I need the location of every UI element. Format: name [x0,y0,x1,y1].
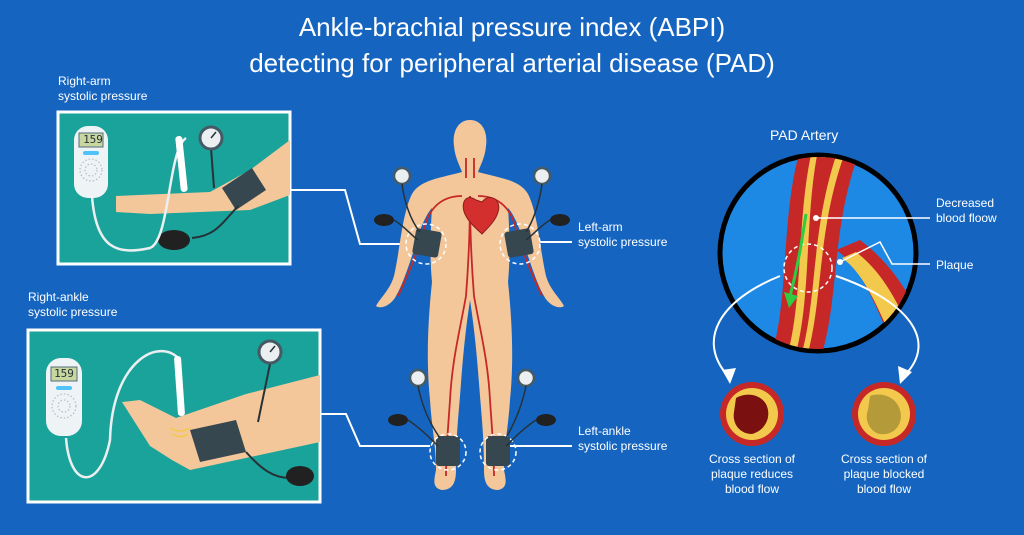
human-body [374,120,570,490]
doppler-probe [175,136,188,192]
title-line-1: Ankle-brachial pressure index (ABPI) [298,12,726,42]
pad-artery-magnifier [712,152,930,446]
pump-bulb-icon [158,230,190,250]
gauge-icon [408,368,441,439]
heart-icon [462,197,500,235]
doppler-device [46,358,82,436]
ankle-cuff [190,420,246,462]
right-upper-arm-cuff [504,228,534,258]
doppler-device [74,126,108,198]
left-upper-arm-cuff [412,228,442,258]
left-ankle-cuff [436,436,460,466]
doppler-readout-arm: 159 [83,133,103,146]
doppler-readout-ankle: 159 [54,367,74,380]
right-ankle-cuff [486,436,510,466]
gauge-icon [257,339,283,423]
pad-artery-title: PAD Artery [770,127,839,143]
cross-section-reduces [720,382,784,446]
arm-cuff [222,168,266,210]
gauge-icon [392,166,421,233]
doppler-probe [174,356,185,417]
right-arm-panel [56,110,292,266]
flow-arrow [788,213,808,297]
plaque-label: Plaque [936,258,974,272]
gauge-icon [505,368,536,439]
connector-lines [290,189,572,447]
right-ankle-panel [26,328,322,504]
gauge-icon [525,166,552,233]
gauge-icon [198,125,224,189]
pump-bulb-icon [374,214,570,426]
cross-section-blocked [852,382,916,446]
signal-waves-icon [169,427,191,438]
pump-bulb-icon [286,466,314,486]
title-line-2: detecting for peripheral arterial diseas… [249,48,775,78]
